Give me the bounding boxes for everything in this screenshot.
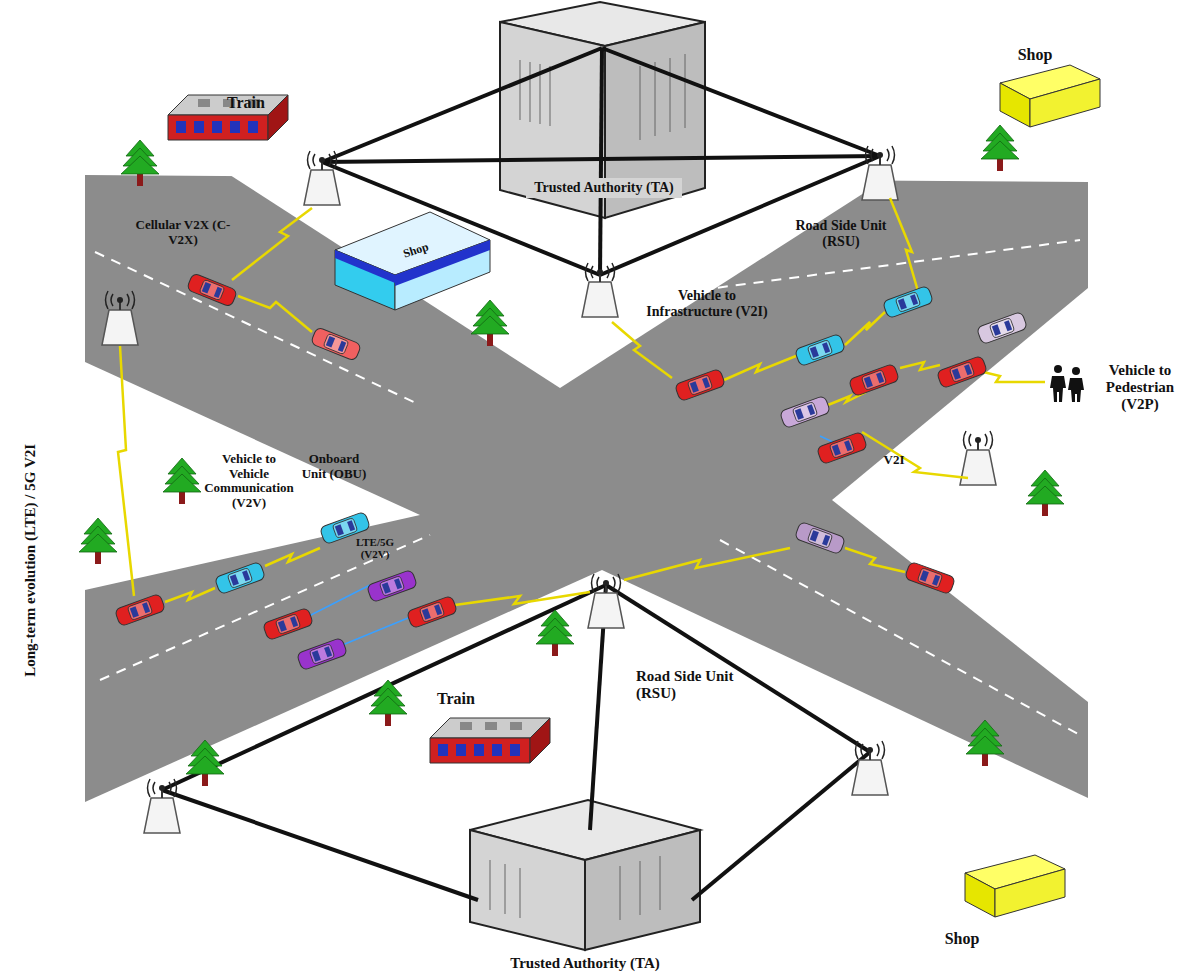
text-label: Road Side Unit (RSU) [636, 668, 760, 702]
authority-box: Trusted Authority (TA) [526, 178, 682, 198]
text-label: Train [214, 94, 278, 112]
text-label: Shop [1000, 46, 1070, 64]
text-label: Shop [930, 930, 994, 948]
text-label: Cellular V2X (C-V2X) [126, 218, 240, 247]
authority-box: Trusted Authority (TA) [470, 953, 700, 974]
text-label: Vehicle to Infrastructure (V2I) [644, 288, 770, 319]
node-text: Trusted Authority (TA) [474, 955, 696, 972]
text-label: LTE/5G (V2V) [346, 536, 404, 561]
text-label: Shop [391, 237, 441, 265]
text-label: Vehicle to Pedestrian (V2P) [1096, 362, 1184, 412]
text-label: V2I [872, 453, 916, 468]
text-label: Onboard Unit (OBU) [296, 452, 372, 481]
text-label: Vehicle to Vehicle Communication (V2V) [203, 452, 295, 510]
node-text: Trusted Authority (TA) [530, 180, 678, 196]
text-label: Road Side Unit (RSU) [795, 218, 887, 249]
text-label: Train [424, 690, 488, 708]
text-label: Long-term evolution (LTE) / 5G V2I [22, 340, 39, 780]
